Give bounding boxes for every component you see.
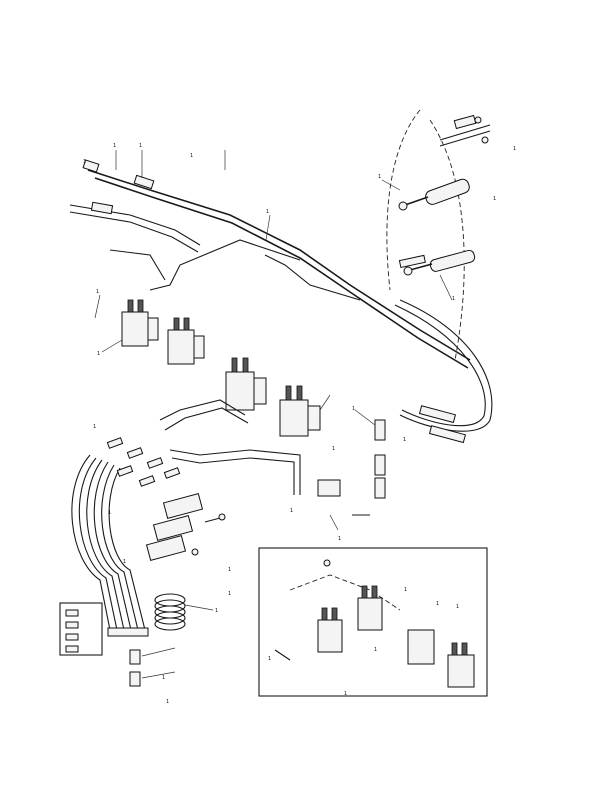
inset-callout-label: 1 — [456, 604, 459, 610]
callout-labels: 1 1 1 1 1 1 1 1 1 1 1 1 1 1 1 1 1 1 1 1 … — [83, 143, 516, 705]
steel-tubes — [109, 239, 361, 495]
callout-label: 1 — [228, 567, 231, 573]
lower-fittings — [129, 647, 176, 687]
hydraulic-cylinder-lower — [398, 249, 476, 276]
callout-label: 1 — [108, 510, 111, 516]
callout-label: 1 — [113, 143, 116, 149]
callout-label: 1 — [123, 559, 126, 565]
callout-label: 1 — [403, 437, 406, 443]
right-fittings — [317, 405, 467, 516]
control-valve-3 — [225, 357, 267, 411]
control-valve-4 — [279, 385, 321, 437]
callout-label: 1 — [290, 508, 293, 514]
inset-callout-label: 1 — [436, 601, 439, 607]
control-valve-1 — [121, 299, 159, 347]
fittings-cluster — [106, 437, 181, 487]
callout-label: 1 — [162, 675, 165, 681]
callout-label: 1 — [190, 153, 193, 159]
callout-label: 1 — [352, 406, 355, 412]
inset-callout-label: 1 — [404, 587, 407, 593]
callout-label: 1 — [228, 591, 231, 597]
callout-label: 1 — [338, 536, 341, 542]
upper-hose-assembly — [69, 159, 471, 369]
left-hose-bundle — [71, 454, 149, 637]
callout-label: 1 — [96, 289, 99, 295]
inset-callout-label: 1 — [268, 656, 271, 662]
callout-label: 1 — [378, 174, 381, 180]
hydraulic-cylinder-upper — [398, 114, 491, 211]
callout-label: 1 — [452, 296, 455, 302]
callout-label: 1 — [215, 608, 218, 614]
callout-label: 1 — [166, 699, 169, 705]
callout-label: 1 — [332, 446, 335, 452]
inset-callout-label: 1 — [344, 691, 347, 697]
leader-lines — [94, 150, 453, 611]
callout-label: 1 — [513, 146, 516, 152]
callout-label: 1 — [266, 209, 269, 215]
clamp-plates — [145, 493, 226, 561]
callout-label: 1 — [493, 196, 496, 202]
callout-label: 1 — [139, 143, 142, 149]
inset-callout-label: 1 — [374, 647, 377, 653]
inset-detail-panel — [258, 547, 488, 697]
coiled-hose — [154, 593, 186, 631]
control-valve-2 — [167, 317, 205, 365]
callout-label: 1 — [83, 159, 86, 165]
callout-label: 1 — [93, 424, 96, 430]
callout-label: 1 — [97, 351, 100, 357]
fitting-detail-box — [59, 602, 103, 656]
